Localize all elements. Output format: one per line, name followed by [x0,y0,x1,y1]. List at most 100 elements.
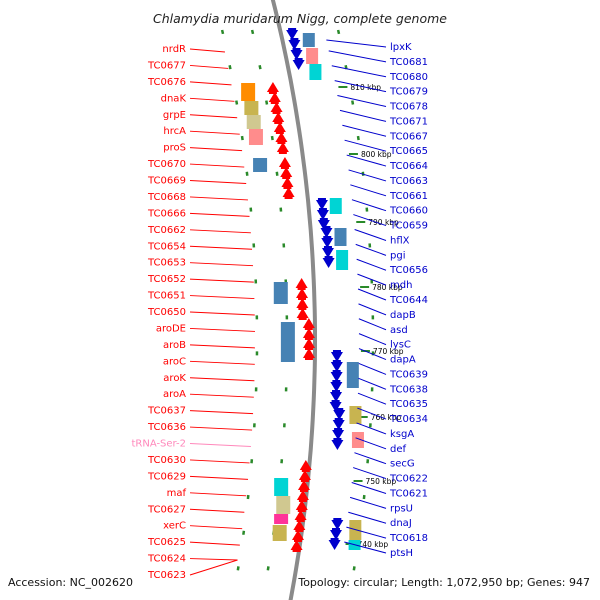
leader-line [189,278,254,283]
forward-gene-arrow-body [304,356,313,360]
reverse-gene-arrow [331,520,344,530]
gene-label: dnaK [161,93,187,104]
forward-gene-arrow [272,112,285,122]
leader-line [189,114,238,119]
reverse-gene-arrow-body [292,48,301,52]
reverse-gene-arrow-body [318,208,327,212]
leader-line [189,541,240,546]
forward-gene-arrow [298,470,311,480]
forward-gene-arrow [296,288,309,298]
gene-label: TC0644 [389,295,428,306]
leader-line [346,526,387,539]
leader-line [189,426,253,431]
leader-line [358,377,387,390]
gene-label: TC0679 [389,87,428,98]
gene-label: TC0681 [389,57,428,68]
gene-label: TC0623 [147,570,186,581]
leader-line [189,196,248,201]
forward-gene-arrow [297,480,310,490]
gene-label: dapA [390,355,416,366]
leader-line [357,273,387,286]
genome-summary-text: Topology: circular; Length: 1,072,950 bp… [297,576,590,589]
feature-layer [241,28,364,552]
reverse-gene-arrow-body [333,518,342,522]
leader-line [357,392,387,405]
leader-line [348,169,387,182]
reverse-gene-arrow [290,50,303,60]
cog-category-bar [306,48,319,64]
gene-label: aroC [163,356,186,367]
gene-label: TC0637 [147,406,186,417]
gene-label: TC0627 [147,504,186,515]
gene-label: TC0622 [389,474,428,485]
forward-gene-arrow [292,530,305,540]
leader-line [355,437,387,450]
leader-line [189,508,245,513]
leader-line [189,311,255,316]
gene-label: pgi [390,250,405,261]
leader-line [189,81,232,86]
gene-label: TC0660 [389,206,428,217]
gene-label: ksgA [390,429,414,440]
forward-gene-arrow [296,490,309,500]
reverse-gene-arrow [332,420,345,430]
forward-gene-arrow-body [280,165,289,169]
kbp-label: 750 kbp [366,477,397,486]
leader-line [334,80,387,93]
leader-line [189,245,253,250]
gene-label: TC0669 [147,176,186,187]
forward-gene-arrow [266,82,279,92]
gene-label: secG [390,459,415,470]
forward-gene-arrow [296,298,309,308]
forward-gene-arrow-body [275,130,284,134]
forward-gene-arrow-body [297,508,306,512]
leader-line [339,109,387,122]
forward-gene-arrow-body [297,286,306,290]
forward-gene-arrow-body [270,100,279,104]
kbp-label: 760 kbp [371,413,402,422]
forward-gene-arrow [276,142,289,152]
leader-line [189,558,238,561]
cog-category-bar [273,282,288,304]
leader-lines [189,39,387,576]
forward-gene-arrow-body [295,528,304,532]
leader-line [358,333,387,346]
forward-gene-arrow-body [299,488,308,492]
forward-gene-arrow [290,540,303,550]
cog-category-bar [276,496,291,514]
forward-gene-arrow [268,92,281,102]
leader-line [189,180,247,184]
gene-label: maf [167,488,187,499]
cog-category-bar [246,115,261,129]
cog-category-bar [334,228,347,246]
gene-label: TC0678 [389,102,428,113]
gene-label: dnaJ [390,518,412,529]
leader-line [352,467,387,480]
reverse-gene-arrow-body [332,380,341,384]
gene-label: TC0636 [147,422,186,433]
gene-label: TC0650 [147,307,186,318]
reverse-gene-arrow [329,402,342,412]
leader-line [189,327,255,332]
leader-line [189,492,247,497]
forward-gene-arrow [281,177,294,187]
forward-gene-arrow-body [274,120,283,124]
leader-line [189,295,255,300]
forward-gene-arrow-body [304,326,313,330]
reverse-gene-arrow [321,238,334,248]
leader-line [344,139,387,152]
leader-line [189,163,245,168]
leader-line [358,318,387,331]
gene-label: proS [163,143,186,154]
leader-line [357,407,387,420]
leader-line [189,459,250,464]
gene-label: asd [390,325,408,336]
cog-category-bar [309,64,322,80]
leader-line [337,95,387,108]
forward-gene-arrow-body [284,195,293,199]
forward-gene-arrow-body [277,140,286,144]
forward-gene-arrow [302,338,315,348]
reverse-gene-arrow-body [332,370,341,374]
forward-gene-arrow [280,167,293,177]
